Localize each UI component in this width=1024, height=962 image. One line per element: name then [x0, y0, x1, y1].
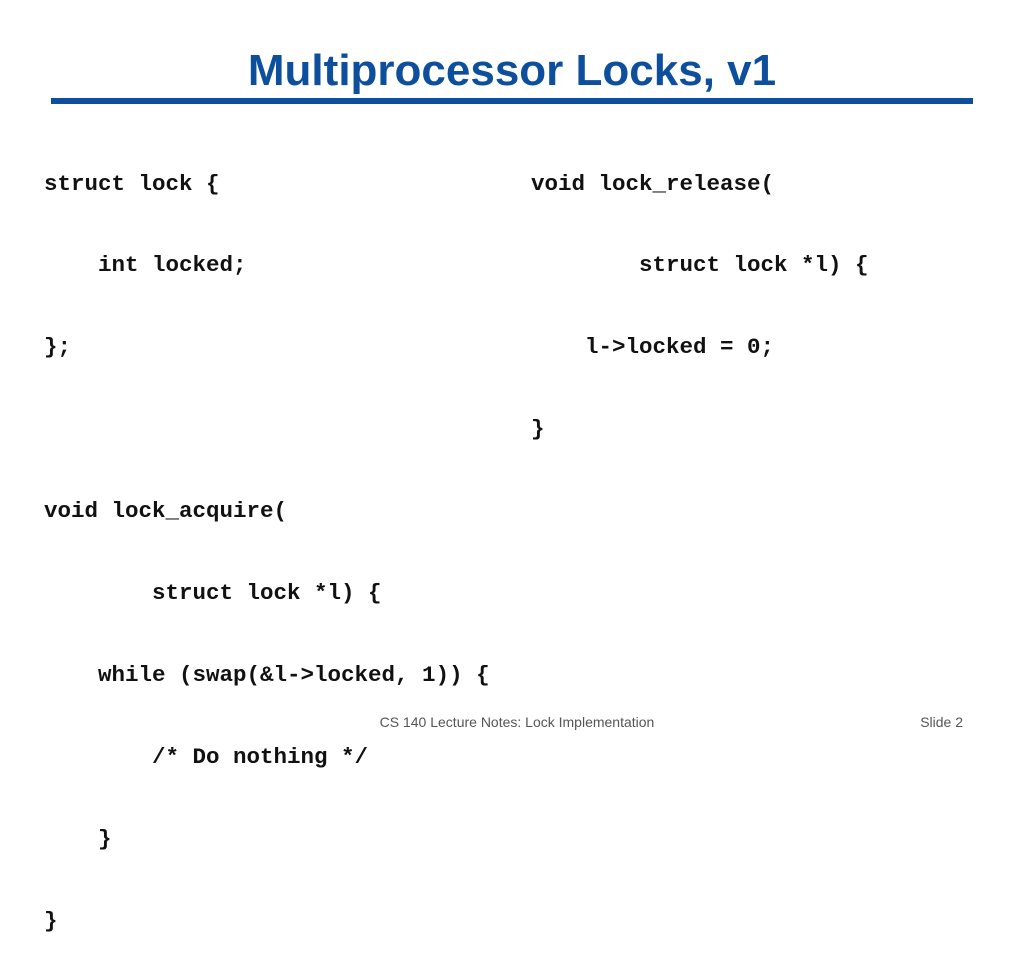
code-line: int locked;	[44, 252, 247, 279]
code-block-right: void lock_release( struct lock *l) { l->…	[531, 116, 869, 471]
code-line: }	[44, 907, 58, 934]
slide-title: Multiprocessor Locks, v1	[247, 46, 777, 95]
code-line: struct lock {	[44, 170, 220, 197]
code-line: }	[531, 416, 545, 443]
code-line: l->locked = 0;	[531, 334, 775, 361]
code-line: };	[44, 334, 72, 361]
code-block-left: struct lock { int locked; }; void lock_a…	[44, 116, 490, 962]
title-underline	[51, 98, 973, 104]
code-line: }	[44, 825, 112, 852]
code-blank-line	[44, 416, 490, 443]
code-line: void lock_release(	[531, 170, 775, 197]
code-line: struct lock *l) {	[44, 580, 382, 607]
code-line: /* Do nothing */	[44, 743, 369, 770]
code-line: while (swap(&l->locked, 1)) {	[44, 661, 490, 688]
slide-number: Slide 2	[920, 714, 963, 730]
code-line: void lock_acquire(	[44, 498, 288, 525]
footer-course-title: CS 140 Lecture Notes: Lock Implementatio…	[379, 714, 655, 730]
code-line: struct lock *l) {	[531, 252, 869, 279]
